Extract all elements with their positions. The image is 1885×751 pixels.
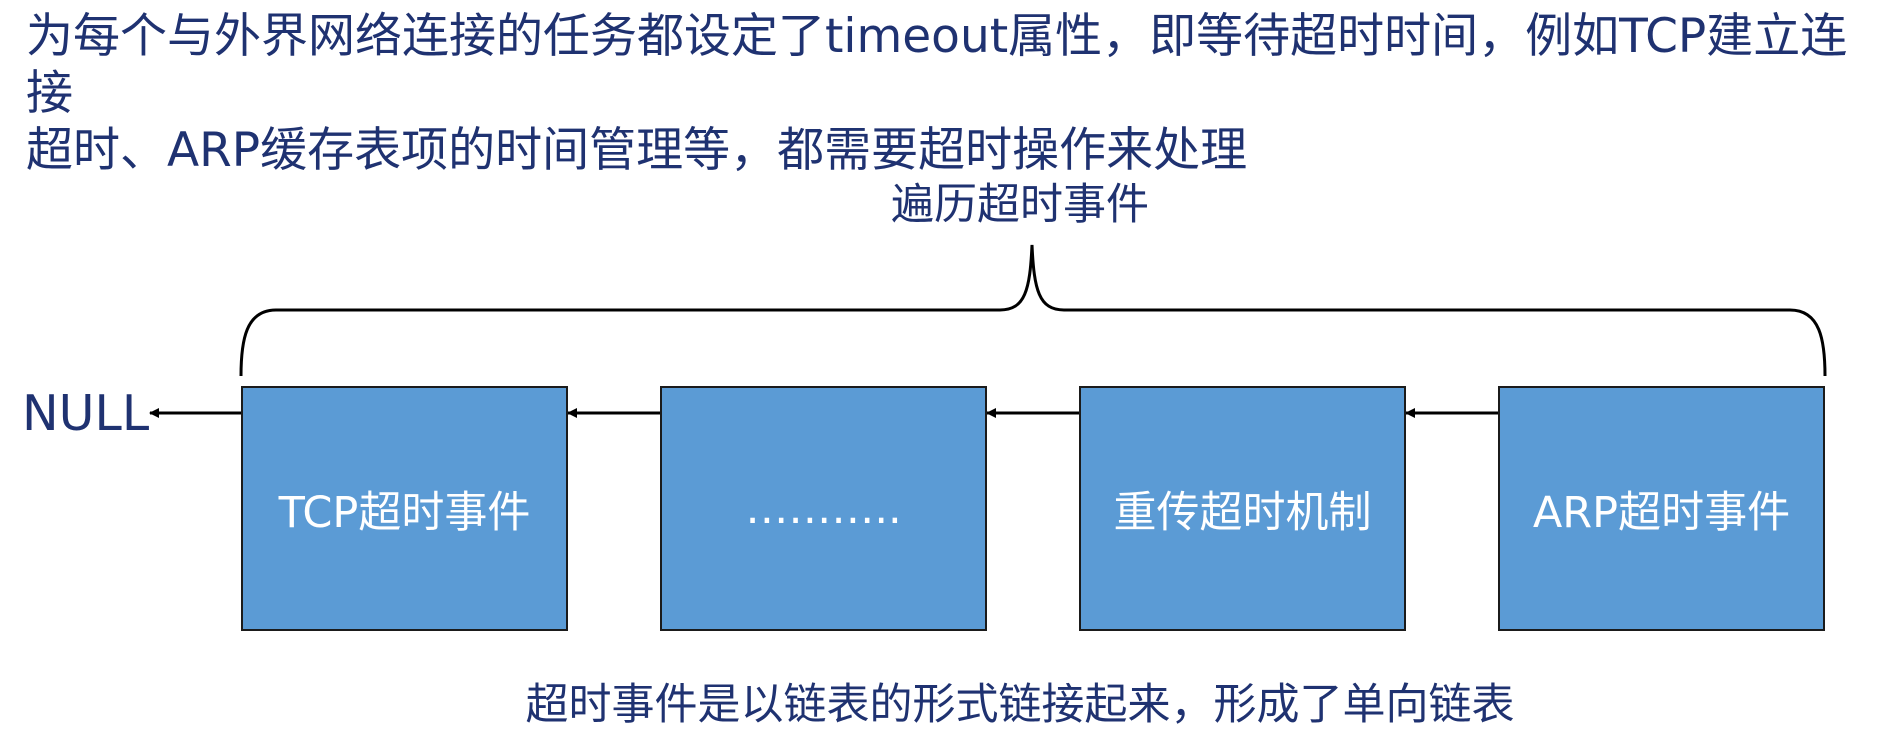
node-retransmission-timeout: 重传超时机制 bbox=[1079, 386, 1406, 631]
node-label: 重传超时机制 bbox=[1113, 487, 1372, 538]
node-tcp-timeout-event: TCP超时事件 bbox=[241, 386, 568, 631]
traversal-brace bbox=[239, 244, 1827, 377]
intro-text: 为每个与外界网络连接的任务都设定了timeout属性，即等待超时时间，例如TCP… bbox=[26, 9, 1848, 178]
node-label: ……….. bbox=[745, 483, 902, 534]
node-label: ARP超时事件 bbox=[1532, 487, 1791, 538]
node-arp-timeout-event: ARP超时事件 bbox=[1498, 386, 1825, 631]
node-label: TCP超时事件 bbox=[278, 487, 531, 538]
null-label: NULL bbox=[22, 385, 150, 442]
node-ellipsis: ……….. bbox=[660, 386, 987, 631]
brace-label: 遍历超时事件 bbox=[891, 180, 1149, 230]
bottom-caption: 超时事件是以链表的形式链接起来，形成了单向链表 bbox=[525, 680, 1515, 730]
